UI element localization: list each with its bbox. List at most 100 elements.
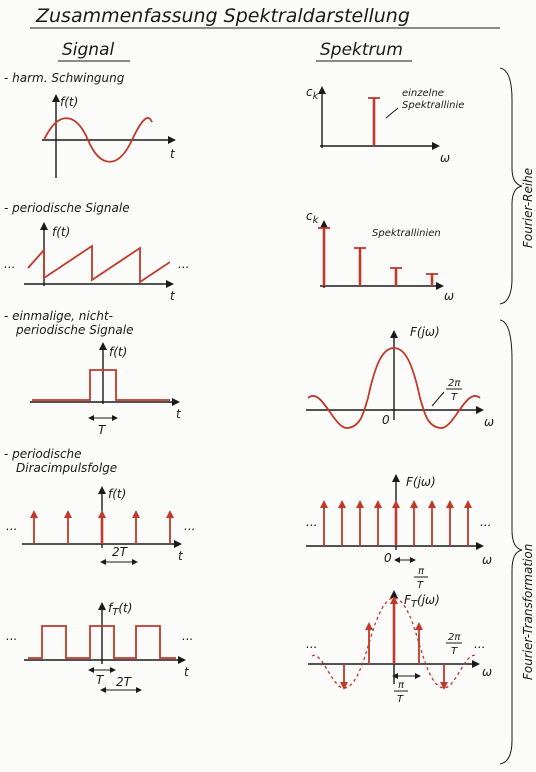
row5-spec-ylabel: FT(jω) [404,593,440,610]
row2-spec-ylabel: ck [306,209,320,226]
row1-signal-plot: f(t) t [42,94,176,178]
row4-impulse-2-head [64,510,72,518]
row5-period-label: 2T [116,675,133,689]
row3-signal-xlabel: t [176,407,182,421]
row1-annotation-line2: Spektrallinie [402,100,464,111]
row4-spec-impulse-2-head [338,500,346,508]
row4-spec-impulse-5-head [392,500,400,508]
row5-signal-dots-left: ... [6,629,17,643]
row4-impulse-4-head [132,510,140,518]
bracket-fourier-series [499,67,523,305]
row4-spacing-arrow-left [394,557,400,563]
row5-signal-dots-right: ... [182,629,193,643]
row2-spec-y-arrow [320,220,328,228]
row2-signal-dots-left: ... [4,257,15,271]
row1-signal-xlabel: t [170,147,176,161]
row1-annotation-line1: einzelne [402,88,444,99]
row1-signal-y-arrow [52,94,60,102]
row4-spec-impulse-9-head [464,500,472,508]
row5-pulse-width-arrow-left [88,667,94,673]
row5-rect-pulse-train [28,625,176,659]
row4-period-label: 2T [112,545,129,559]
row4-impulse-3-head [98,510,106,518]
row1-signal-ylabel: f(t) [60,95,78,109]
bracket-label-fourier-series: Fourier-Reihe [521,168,535,248]
row4-period-arrow-left [100,559,106,565]
row1-spec-x-arrow [432,142,440,150]
row2-spec-x-arrow [436,282,444,290]
row5-signal-ylabel: fT(t) [108,601,132,618]
row3-pulse-width-arrow-right [112,415,118,421]
row2-heading: - periodische Signale [4,201,130,215]
row4-spec-dots-left: ... [306,515,317,529]
row4-spec-impulse-7-head [428,500,436,508]
row5-pulse-width-arrow-right [110,667,116,673]
row5-signal-y-arrow [98,602,106,610]
row4-signal-y-arrow [98,486,106,494]
row4-spacing-numerator: π [418,566,425,577]
row1-annotation-leader [385,107,399,119]
row4-spec-impulse-8-head [446,500,454,508]
row5-spec-impulse-left-head [365,622,373,630]
row2-spec-xlabel: ω [444,289,454,303]
row3-rect-pulse [32,369,170,401]
row4-spec-ylabel: F(jω) [406,475,436,489]
row3-spec-x-arrow [476,406,484,414]
row1-spec-y-arrow [318,86,326,94]
row2-signal-xlabel: t [170,289,176,303]
row2-sawtooth-wave [27,244,171,284]
row3-spec-ylabel: F(jω) [410,325,440,339]
row4-signal-dots-right: ... [184,519,195,533]
row5-spec-impulses [340,596,448,690]
row4-impulse-1-head [30,510,38,518]
row3-sinc-curve [307,347,481,429]
row2-signal-y-arrow [40,222,48,230]
row5-spec-dots-right: ... [474,637,485,651]
row5-zero-numerator: 2π [448,632,461,643]
row5-spec-x-arrow [472,660,480,668]
row4-signal-plot: f(t) t ... ... 2T [6,486,195,565]
row5-spectrum-plot: FT(jω) ω ... ... 2π T π T [306,590,492,705]
row5-signal-xlabel: t [184,665,190,679]
row5-spacing-arrow-right [415,673,421,679]
row1-heading: - harm. Schwingung [4,71,125,85]
row3-signal-x-arrow [172,398,180,406]
row4-spec-impulse-6-head [410,500,418,508]
row4-spec-impulse-4-head [374,500,382,508]
row4-spec-xlabel: ω [482,553,492,567]
row3-zero-numerator: 2π [448,378,461,389]
row4-spec-impulse-3-head [356,500,364,508]
row3-heading-line1: - einmalige, nicht- [4,309,113,323]
row5-pulse-width-label: T [96,673,105,687]
row3-pulse-width-label: T [98,423,107,437]
row4-spec-origin: 0 [384,551,392,565]
row4-spacing-denominator: T [417,580,424,591]
row2-signal-ylabel: f(t) [52,225,70,239]
row3-spec-y-arrow [390,330,398,338]
row4-spec-y-arrow [392,474,400,482]
row4-heading-line2: Diracimpulsfolge [16,461,117,475]
row4-impulse-5-head [166,510,174,518]
row4-signal-xlabel: t [178,549,184,563]
row5-period-arrow-right [136,687,142,693]
row5-spec-impulse-neg-right-head [440,682,448,690]
row2-signal-dots-right: ... [178,257,189,271]
row4-signal-x-arrow [174,540,182,548]
bracket-label-fourier-transform: Fourier-Transformation [521,544,535,680]
row5-zero-denominator: T [451,646,458,657]
column-title-signal: Signal [62,40,114,60]
row4-signal-dots-left: ... [6,519,17,533]
row5-spacing-numerator: π [398,680,405,691]
row3-signal-y-arrow [99,342,107,350]
row2-signal-x-arrow [166,280,174,288]
row3-signal-ylabel: f(t) [109,345,127,359]
row2-signal-plot: f(t) t ... ... [4,222,189,303]
row3-zero-denominator: T [451,392,458,403]
row4-spectrum-plot: F(jω) ω 0 ... ... π T [306,474,492,591]
row4-period-arrow-right [132,559,138,565]
row3-signal-plot: f(t) t T [30,342,182,437]
row2-spectrum-plot: ck ω Spektrallinien [306,209,454,303]
row5-spec-impulse-right-head [415,622,423,630]
row1-spec-xlabel: ω [440,151,450,165]
